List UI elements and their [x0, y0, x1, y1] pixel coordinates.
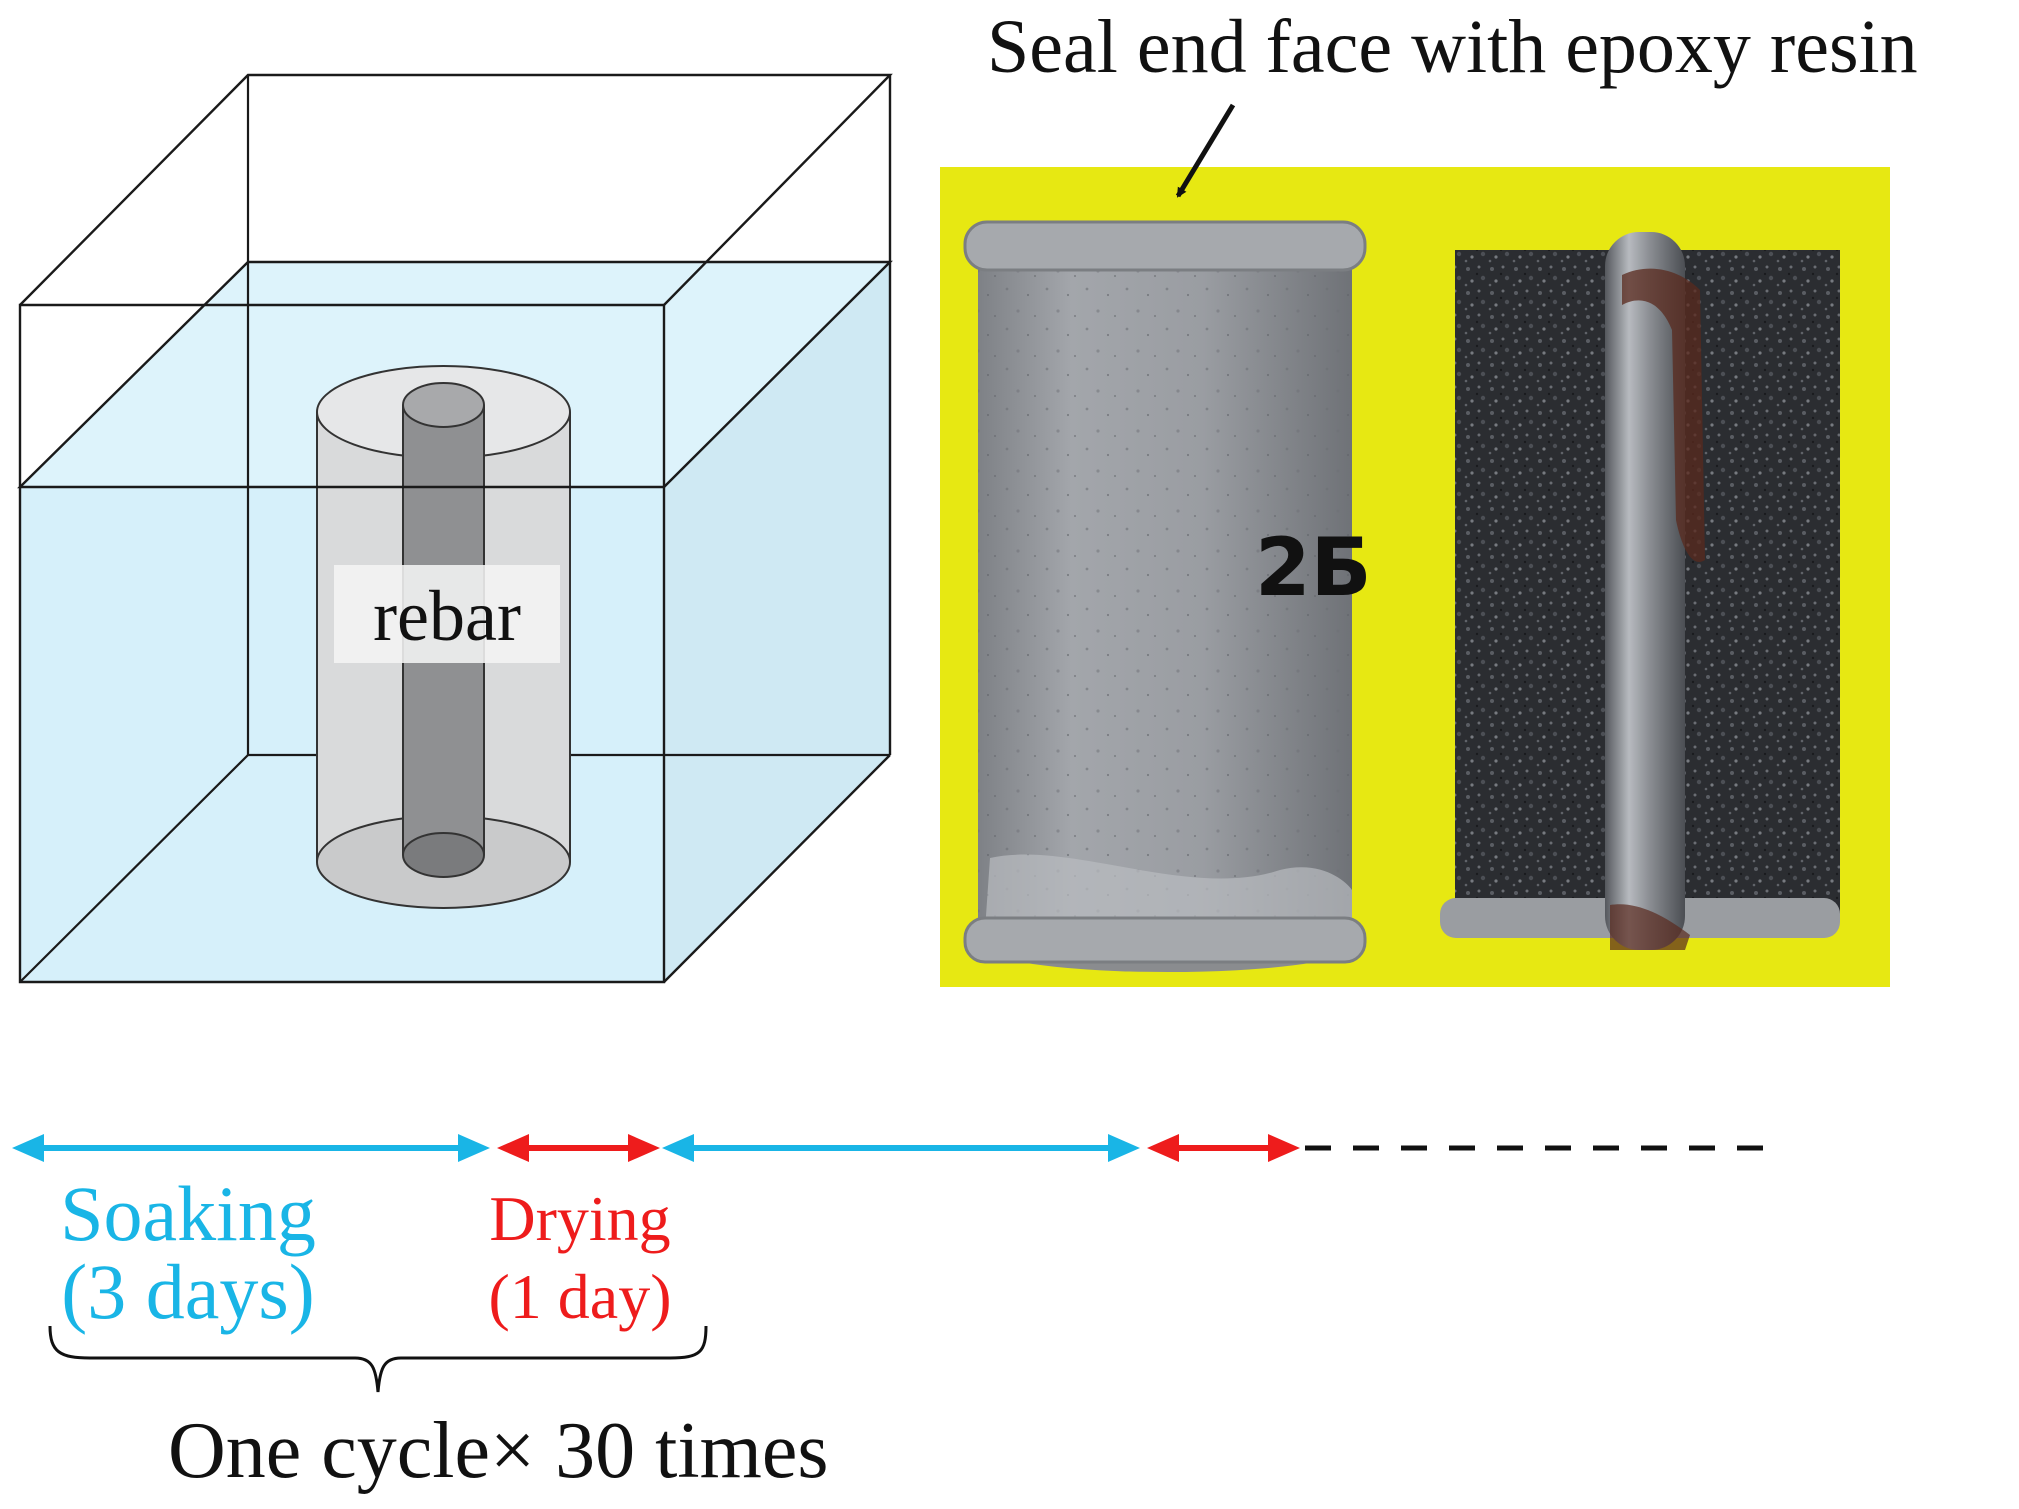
soaking-duration: (3 days): [61, 1248, 314, 1335]
drying-duration: (1 day): [488, 1261, 671, 1332]
cycle-label: One cycle× 30 times: [168, 1407, 828, 1495]
soaking-arrow-2: [662, 1134, 1140, 1162]
tank-diagram: rebar: [17, 73, 893, 984]
rebar-label: rebar: [373, 576, 521, 656]
rebar-label-bg: [334, 565, 560, 663]
epoxy-bottom-seal: [963, 916, 1367, 964]
epoxy-top-seal: [963, 220, 1367, 272]
split-specimen: [1440, 232, 1840, 950]
water-right-face: [664, 262, 890, 982]
soaking-arrow-1: [12, 1134, 490, 1162]
callout-arrow: [1175, 103, 1236, 198]
intact-specimen: 2Б: [963, 220, 1372, 972]
rust-stain: [1622, 268, 1705, 562]
epoxy-callout-label: Seal end face with epoxy resin: [987, 5, 1918, 89]
drying-arrow-1: [497, 1134, 660, 1162]
drying-label: Drying: [489, 1183, 670, 1254]
cycle-timeline: Soaking (3 days) Drying (1 day) One cycl…: [12, 1134, 1775, 1495]
drying-arrow-2: [1147, 1134, 1300, 1162]
specimen-mark: 2Б: [1255, 521, 1372, 614]
embedded-rebar: [1605, 232, 1685, 950]
cycle-brace: [48, 1325, 708, 1393]
tank-front-edges: [17, 73, 893, 984]
soaking-label: Soaking: [60, 1170, 316, 1257]
specimen-photo: 2Б Seal end face with epoxy resin: [940, 5, 1918, 987]
